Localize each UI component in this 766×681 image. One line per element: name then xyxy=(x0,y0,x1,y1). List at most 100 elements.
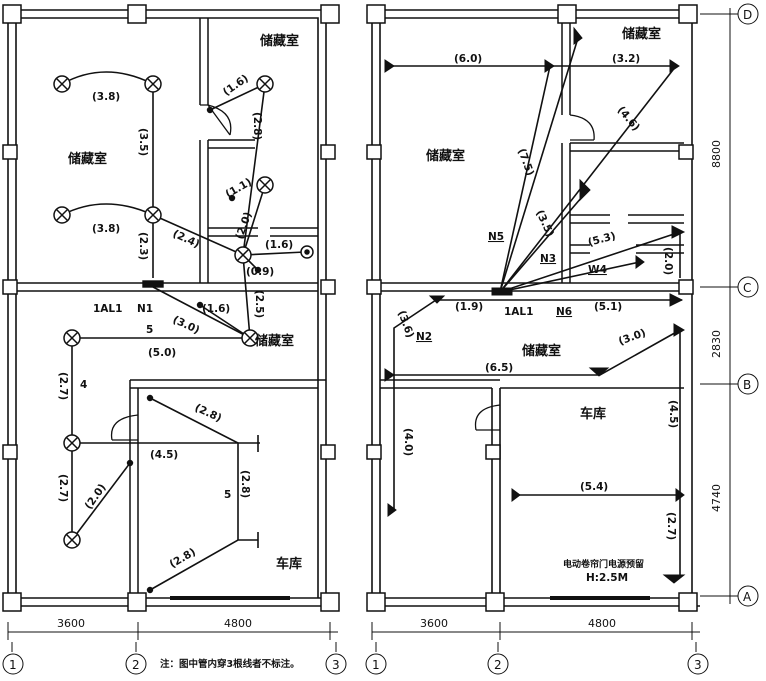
left-interior-walls xyxy=(16,18,318,598)
wire-length: (1.6) xyxy=(202,303,230,315)
dimension-label: 4800 xyxy=(224,617,252,630)
wire-length: (5.3) xyxy=(587,230,617,249)
socket-icon xyxy=(673,323,685,337)
dimension-label: 4800 xyxy=(588,617,616,630)
wire-length: (2.8) xyxy=(193,402,224,425)
circuit-label: N1 xyxy=(137,303,153,315)
socket-icon xyxy=(544,59,555,73)
left-plan xyxy=(2,4,347,675)
switch-icon xyxy=(254,266,262,274)
socket-icon xyxy=(671,225,686,239)
right-dimension-lines xyxy=(365,3,759,675)
switch-icon xyxy=(146,394,154,402)
room-label: 储藏室 xyxy=(254,333,294,349)
dimension-label: 3600 xyxy=(57,617,85,630)
socket-icon xyxy=(384,368,395,382)
socket-icon xyxy=(675,488,685,502)
wire-length: (3.8) xyxy=(92,91,120,103)
socket-icon xyxy=(511,488,521,502)
left-wiring xyxy=(61,71,306,591)
socket-icon xyxy=(387,503,397,517)
circuit-label: N2 xyxy=(416,331,432,343)
wire-length: (3.8) xyxy=(92,223,120,235)
axis-label: D xyxy=(743,8,752,22)
left-columns xyxy=(2,4,340,612)
switch-icon xyxy=(126,459,134,467)
wire-length: (2.7) xyxy=(57,474,69,502)
wire-length: (1.1) xyxy=(224,176,254,200)
switch-icon xyxy=(228,194,236,202)
wire-length: (2.5) xyxy=(253,290,265,318)
socket-icon xyxy=(384,59,395,73)
circuit-label: W4 xyxy=(588,264,607,276)
circuit-label: N5 xyxy=(488,231,504,243)
exhaust-fan-icon xyxy=(300,245,314,259)
socket-icon xyxy=(588,367,610,377)
wire-length: (2.0) xyxy=(662,247,674,275)
axis-label: 1 xyxy=(372,658,380,672)
wire-length: (2.3) xyxy=(137,232,149,260)
ceiling-light-icon xyxy=(241,329,259,347)
circuit-label: N6 xyxy=(556,306,572,318)
ceiling-light-icon xyxy=(53,206,71,224)
right-wiring xyxy=(390,37,682,575)
wire-length: (2.8) xyxy=(168,546,198,570)
ceiling-light-icon xyxy=(234,246,252,264)
socket-icon xyxy=(669,293,684,307)
wire-length: (4.0) xyxy=(402,428,414,456)
switch-icon xyxy=(146,586,154,594)
room-label: 储藏室 xyxy=(621,26,661,42)
dimension-label: 8800 xyxy=(710,140,723,168)
wire-length: (6.0) xyxy=(454,53,482,65)
panel-box-icon xyxy=(142,280,164,288)
wire-length: (5.1) xyxy=(594,301,622,313)
wire-count: 5 xyxy=(224,489,231,501)
panel-box-icon xyxy=(491,287,513,296)
door-power-note: 电动卷帘门电源预留 xyxy=(563,558,644,570)
ceiling-light-icon xyxy=(256,75,274,93)
axis-label: A xyxy=(743,590,752,604)
ceiling-light-icon xyxy=(53,75,71,93)
wire-length: (3.5) xyxy=(137,128,149,156)
wire-length: (2.7) xyxy=(57,372,69,400)
wire-count: 5 xyxy=(146,324,153,336)
wire-length: (5.4) xyxy=(580,481,608,493)
room-label: 车库 xyxy=(276,556,302,572)
wire-length: (7.5) xyxy=(515,147,536,178)
right-plan xyxy=(365,3,759,675)
left-light-fixtures xyxy=(53,75,314,549)
ceiling-light-icon xyxy=(256,176,274,194)
dimension-label: 4740 xyxy=(710,484,723,512)
axis-label: B xyxy=(743,378,751,392)
axis-label: C xyxy=(743,281,751,295)
room-label: 储藏室 xyxy=(425,148,465,164)
socket-icon xyxy=(669,59,680,73)
right-texts: 储藏室 储藏室 储藏室 车库 (6.0) (3.2) (4.6) (7.5) (… xyxy=(372,8,752,672)
wire-length: (2.8) xyxy=(239,470,251,498)
wire-length: (4.6) xyxy=(615,104,642,133)
wire-length: (6.5) xyxy=(485,362,513,374)
wire-length: (2.4) xyxy=(171,228,202,251)
wire-length: (2.8) xyxy=(251,112,263,140)
door-power-height: H:2.5M xyxy=(586,572,628,584)
footnote: 注：图中管内穿3根线者不标注。 xyxy=(160,658,300,670)
room-label: 储藏室 xyxy=(259,33,299,49)
switch-icon xyxy=(196,301,204,309)
right-columns xyxy=(366,4,698,612)
circuit-label: N3 xyxy=(540,253,556,265)
left-switches xyxy=(126,106,262,594)
socket-icon xyxy=(573,26,583,45)
ceiling-light-icon xyxy=(144,75,162,93)
wire-length: (3.2) xyxy=(612,53,640,65)
panel-label: 1AL1 xyxy=(504,306,533,318)
ceiling-light-icon xyxy=(63,329,81,347)
axis-label: 3 xyxy=(332,658,340,672)
room-label: 储藏室 xyxy=(521,343,561,359)
wire-length: (5.0) xyxy=(148,347,176,359)
axis-label: 1 xyxy=(9,658,17,672)
wire-count: 4 xyxy=(80,379,87,391)
socket-icon xyxy=(662,574,686,584)
axis-label: 3 xyxy=(694,658,702,672)
wire-length: (3.0) xyxy=(617,327,648,348)
